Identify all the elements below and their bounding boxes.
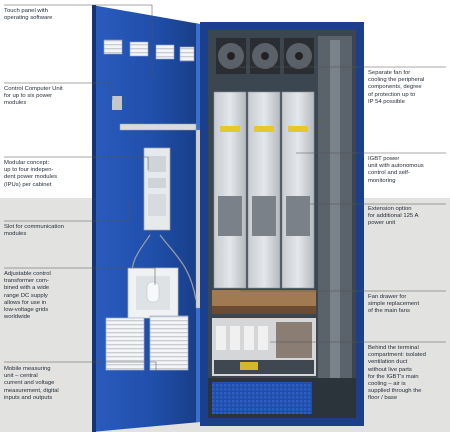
cabinet-door: [92, 5, 205, 432]
label-touch-panel: Touch panel with operating software: [4, 8, 53, 22]
cabinet-body: [200, 22, 364, 426]
label-separate-fan: Separate fan for cooling the peripheral …: [368, 70, 425, 105]
label-mobile-measuring: Mobile measuring unit – central current …: [4, 366, 59, 401]
label-igbt-unit: IGBT power unit with autonomous control …: [368, 156, 424, 184]
label-adjustable-transformer: Adjustable control transformer com- bine…: [4, 271, 51, 321]
label-slot-communication: Slot for communication modules: [4, 224, 64, 238]
label-modular-concept: Modular concept: up to four indepen- den…: [4, 160, 58, 188]
label-terminal-compartment: Behind the terminal compartment: isolate…: [368, 345, 426, 402]
label-fan-drawer: Fan drawer for simple replacement of the…: [368, 294, 420, 315]
label-extension-option: Extension option for additional 125 A po…: [368, 206, 419, 227]
label-control-computer: Control Computer Unit for up to six powe…: [4, 86, 63, 107]
leader-lines: [4, 4, 446, 372]
